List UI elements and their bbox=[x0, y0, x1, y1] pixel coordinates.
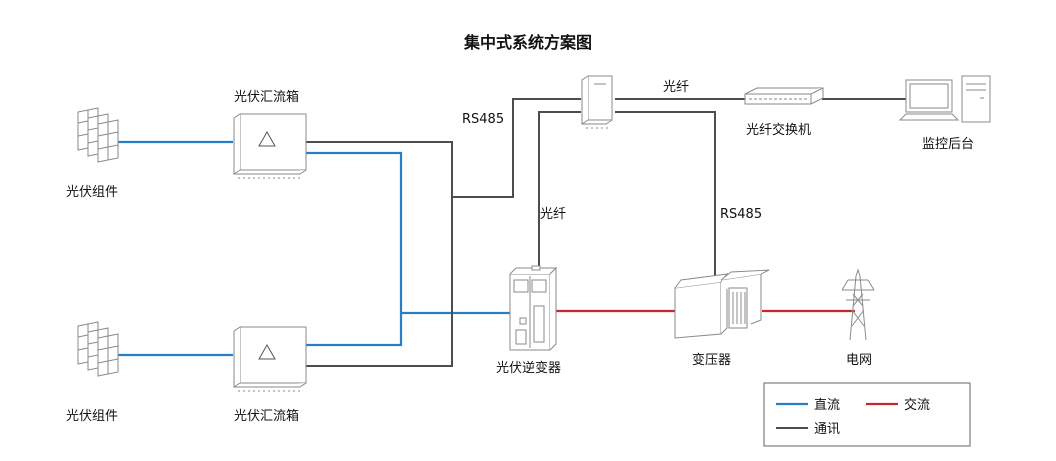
legend-label-dc: 直流 bbox=[814, 398, 840, 413]
data-logger-icon bbox=[581, 75, 613, 129]
comm-wires bbox=[306, 98, 906, 367]
label-combiner-bottom: 光伏汇流箱 bbox=[234, 408, 299, 424]
inverter-cabinet-icon bbox=[509, 265, 558, 351]
label-pv-module-top: 光伏组件 bbox=[66, 185, 118, 200]
transmission-tower-icon bbox=[841, 268, 875, 341]
comm-wire-combiner-top bbox=[306, 141, 453, 367]
comm-wire-rs485-left bbox=[452, 98, 581, 198]
legend-box bbox=[763, 382, 971, 447]
label-fiber-top: 光纤 bbox=[663, 80, 689, 95]
label-inverter: 光伏逆变器 bbox=[496, 360, 561, 376]
computer-icon bbox=[898, 75, 991, 123]
legend-label-comm: 通讯 bbox=[814, 422, 840, 437]
solar-panel-icon bbox=[77, 107, 119, 163]
label-fiber-switch: 光纤交换机 bbox=[746, 122, 811, 138]
comm-wire-fiber-inverter bbox=[538, 111, 581, 274]
transformer-icon bbox=[674, 269, 770, 339]
label-pv-module-bottom: 光伏组件 bbox=[66, 409, 118, 424]
diagram-title: 集中式系统方案图 bbox=[463, 33, 592, 52]
network-switch-icon bbox=[744, 87, 824, 105]
comm-wire-rs485-right bbox=[615, 111, 716, 282]
legend: 直流 交流 通讯 bbox=[763, 382, 971, 447]
label-monitor: 监控后台 bbox=[922, 137, 974, 152]
label-combiner-top: 光伏汇流箱 bbox=[234, 89, 299, 105]
label-fiber-mid: 光纤 bbox=[540, 207, 566, 222]
combiner-box-icon bbox=[233, 113, 307, 179]
solar-panel-icon bbox=[77, 321, 119, 377]
combiner-box-icon bbox=[233, 326, 307, 392]
dc-wire-combiner-bottom bbox=[306, 313, 403, 347]
dc-wires bbox=[115, 140, 510, 357]
label-rs485-left: RS485 bbox=[462, 112, 504, 127]
label-transformer: 变压器 bbox=[692, 352, 731, 368]
dc-wire-combiner-top bbox=[306, 151, 510, 315]
label-rs485-right: RS485 bbox=[720, 207, 762, 222]
legend-label-ac: 交流 bbox=[904, 397, 930, 413]
label-grid: 电网 bbox=[846, 353, 872, 368]
